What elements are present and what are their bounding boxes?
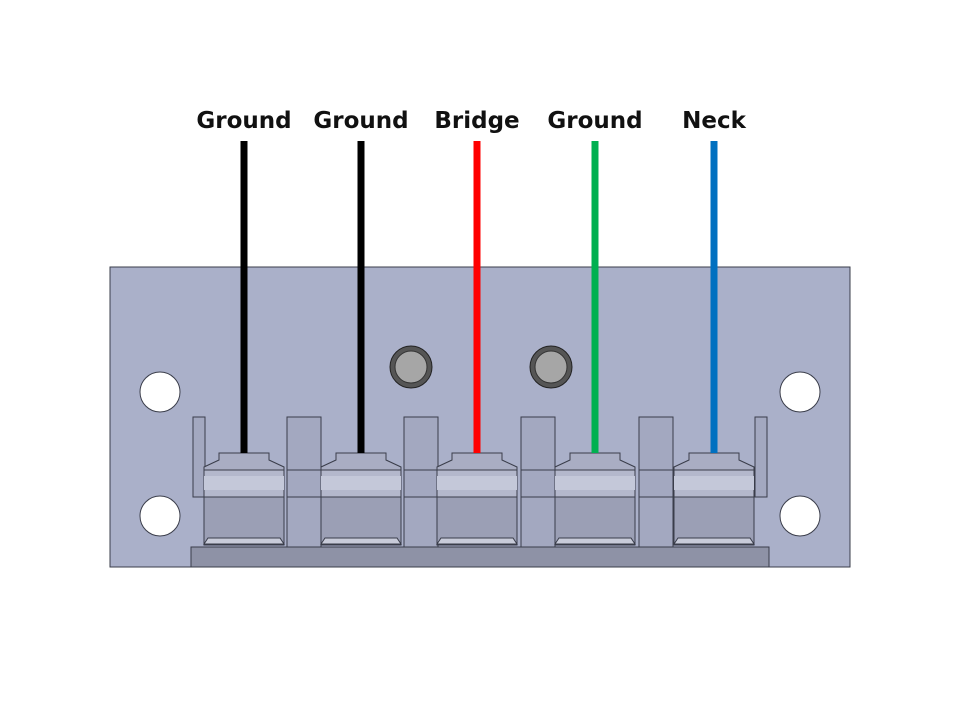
screw — [529, 345, 573, 389]
terminal-separator — [286, 416, 322, 548]
terminal-separator — [638, 416, 674, 548]
wire-ground — [240, 141, 248, 453]
base-bar — [190, 546, 770, 568]
terminal-1 — [203, 452, 285, 546]
terminal-4 — [554, 452, 636, 546]
terminal-5 — [673, 452, 755, 546]
outer-post-right — [754, 416, 768, 498]
terminal-2 — [320, 452, 402, 546]
mounting-hole — [139, 371, 181, 413]
wire-label: Ground — [313, 108, 408, 134]
mounting-hole — [779, 371, 821, 413]
mounting-hole — [139, 495, 181, 537]
screw — [389, 345, 433, 389]
terminal-separator — [520, 416, 556, 548]
wire-neck — [710, 141, 718, 453]
mounting-hole — [779, 495, 821, 537]
wire-ground — [591, 141, 599, 453]
wire-ground — [357, 141, 365, 453]
wire-bridge — [473, 141, 481, 453]
wire-label: Ground — [547, 108, 642, 134]
wire-label: Bridge — [434, 108, 519, 134]
terminal-separator — [403, 416, 439, 548]
outer-post-left — [192, 416, 206, 498]
terminal-3 — [436, 452, 518, 546]
wire-label: Ground — [196, 108, 291, 134]
wire-label: Neck — [682, 108, 746, 134]
